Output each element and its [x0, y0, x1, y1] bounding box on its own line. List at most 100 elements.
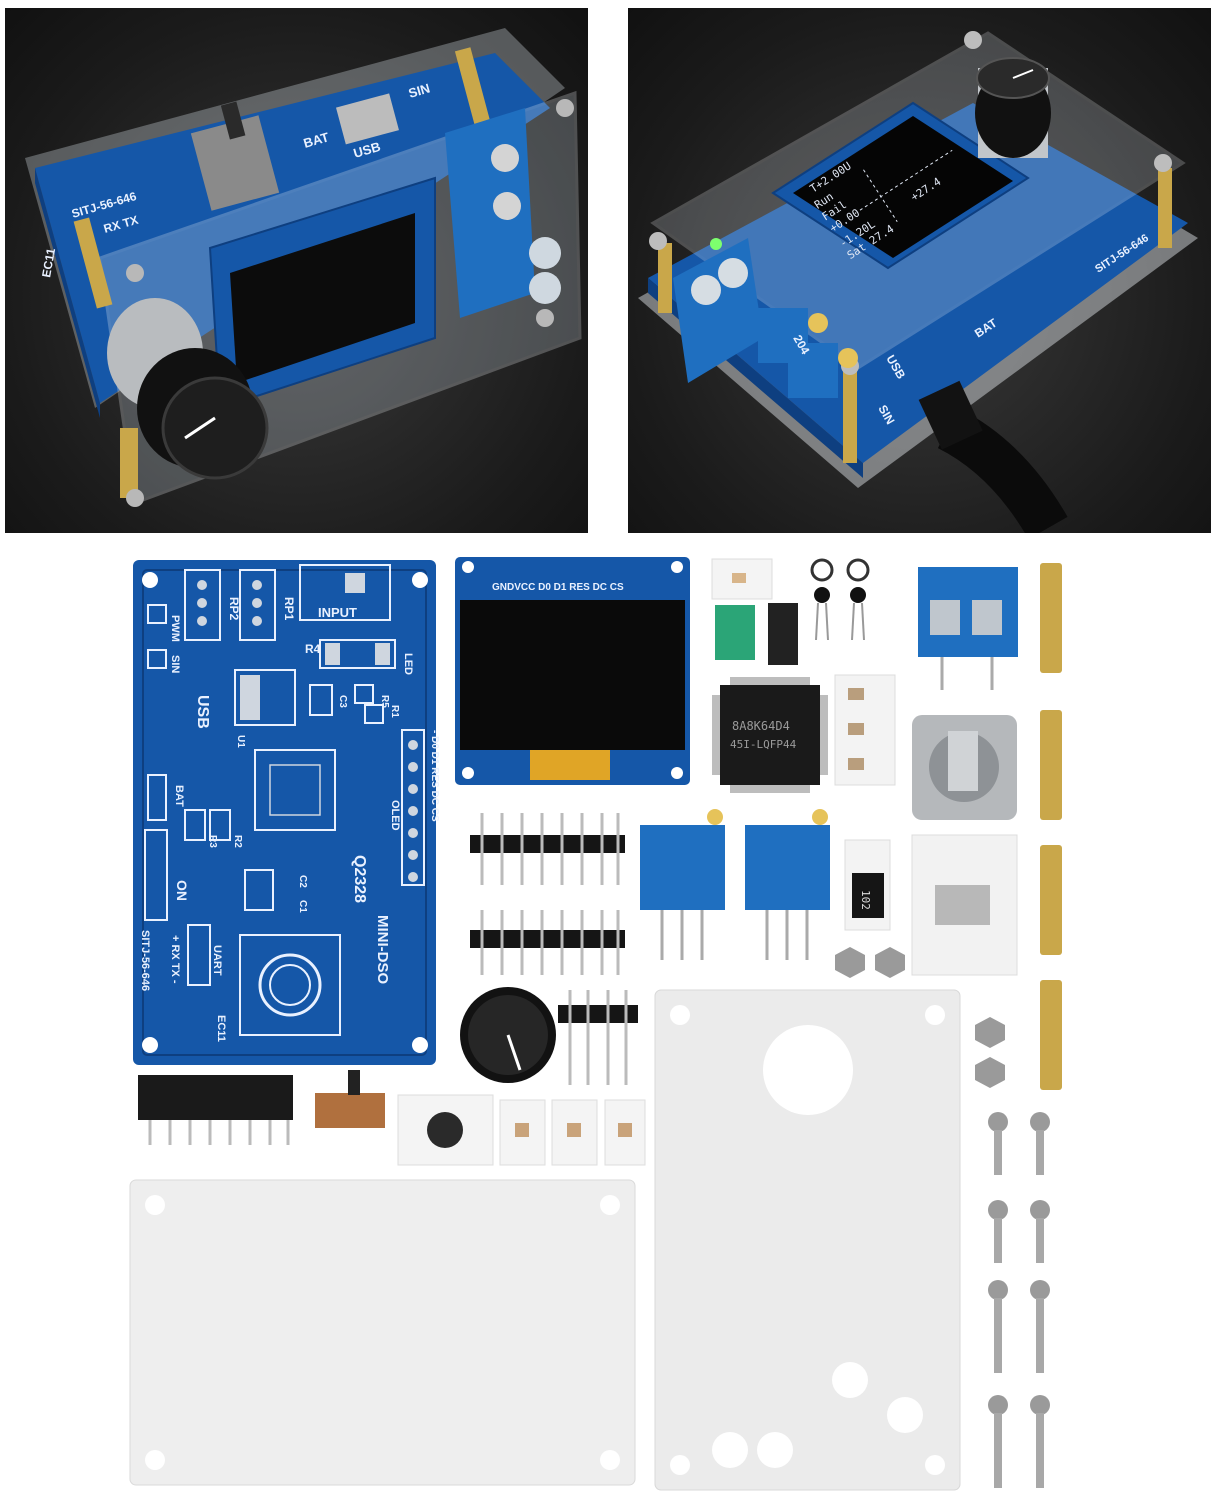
oled-screen [230, 213, 415, 383]
standoff [120, 428, 138, 498]
bare-pcb: INPUT RP2 RP1 R4 LED PWM SIN USB C3 [133, 560, 440, 1065]
brass-standoff [1040, 980, 1062, 1090]
pin-header-8 [470, 813, 625, 885]
female-header [138, 1075, 293, 1145]
silk-bat: BAT [302, 129, 331, 151]
silk-c3: C3 [337, 695, 348, 708]
silk-input: INPUT [318, 605, 357, 620]
silk-name: MINI-DSO [374, 915, 391, 984]
screw [126, 489, 144, 507]
usb-cable [937, 407, 1068, 533]
assembled-device-photo-running: T+2.00U Run Fail +0.00 -1.20L Sat 27.4 +… [628, 8, 1211, 533]
silk-sin: SIN [169, 655, 181, 673]
silk-r1: R1 [389, 705, 400, 718]
standoff [1158, 168, 1172, 248]
standoff [843, 368, 857, 463]
screw [988, 1280, 1008, 1373]
silk-r5: R5 [379, 695, 390, 708]
brass-standoff [1040, 563, 1062, 673]
acrylic-plate-top [654, 989, 961, 1491]
slide-switch [315, 1093, 385, 1128]
smd-resistor [852, 873, 884, 918]
hex-nut [875, 947, 905, 978]
oled-module-part: GNDVCC D0 D1 RES DC CS [455, 557, 690, 785]
assembled-device-running-illustration: T+2.00U Run Fail +0.00 -1.20L Sat 27.4 +… [638, 31, 1198, 533]
screw [1030, 1280, 1050, 1373]
pin-header-4 [558, 990, 638, 1085]
silk-ec11: EC11 [215, 1015, 227, 1042]
kit-parts-layout: INPUT RP2 RP1 R4 LED PWM SIN USB C3 [0, 545, 1216, 1500]
heatsink-pad [715, 605, 755, 660]
kit-parts-illustration: INPUT RP2 RP1 R4 LED PWM SIN USB C3 [129, 557, 1062, 1491]
silk-uart: UART [211, 945, 223, 976]
silk-rp2: RP2 [227, 597, 241, 621]
hex-nut [975, 1017, 1005, 1048]
hex-nut [835, 947, 865, 978]
screw [988, 1200, 1008, 1263]
silk-r3: R3 [207, 835, 218, 848]
silk-rp1: RP1 [282, 597, 296, 621]
silk-sin: SIN [407, 80, 432, 100]
silk-usb: USB [352, 139, 383, 161]
silk-on: ON [174, 880, 190, 901]
standoff [454, 47, 492, 129]
pin-header-8 [470, 910, 625, 975]
pcb-board [648, 103, 1188, 463]
assembled-device-front-illustration: BAT USB SIN SITJ-56-646 RX TX EC11 [25, 28, 582, 507]
mcu-chip: 8A8K64D4 45I-LQFP44 [712, 677, 828, 793]
oled-pin-labels: GNDVCC D0 D1 RES DC CS [492, 582, 624, 593]
silk-ec11: EC11 [39, 247, 58, 279]
silk-c2: C2 [297, 875, 308, 888]
leaded-component [846, 558, 870, 641]
brass-standoff [1040, 710, 1062, 820]
silk-usb: USB [194, 695, 211, 729]
screw [649, 232, 667, 250]
silk-bat: BAT [173, 785, 185, 807]
knob-part [460, 987, 556, 1083]
screw [988, 1112, 1008, 1175]
screw [988, 1395, 1008, 1488]
screws [988, 1112, 1050, 1488]
silk-oled: OLED [389, 800, 401, 831]
silk-r4: R4 [305, 642, 321, 656]
status-led [710, 238, 722, 250]
trimmer-pot-part [640, 809, 725, 960]
trimmer-pot-part [745, 809, 830, 960]
trimmer-pot [788, 343, 838, 398]
rotary-encoder-part [912, 715, 1017, 820]
acrylic-plate-bottom [129, 1179, 636, 1486]
power-switch [190, 115, 280, 211]
brass-standoff [1040, 845, 1062, 955]
screw [126, 264, 144, 282]
silk-sku: SITJ-56-646 [139, 930, 151, 991]
standoff [73, 217, 113, 309]
screw [1030, 1200, 1050, 1263]
assembled-device-photo-front: BAT USB SIN SITJ-56-646 RX TX EC11 [5, 8, 588, 533]
terminal-block-part [918, 567, 1018, 690]
chip-marking-2: 45I-LQFP44 [730, 738, 797, 751]
oled-screen [793, 116, 1013, 258]
silk-uart-pins: + RX TX - [169, 935, 181, 984]
screw [964, 31, 982, 49]
screw [1030, 1395, 1050, 1488]
silk-model: Q2328 [351, 855, 368, 903]
silk-u1: U1 [235, 735, 246, 748]
usb-port [336, 93, 399, 145]
jumper [768, 603, 798, 665]
silk-led: LED [402, 653, 414, 675]
chip-marking-1: 8A8K64D4 [732, 719, 790, 733]
silk-oled-pins: - D0 D1 RES DC CS [429, 730, 440, 822]
hex-nut [975, 1057, 1005, 1088]
silk-r2: R2 [232, 835, 243, 848]
silk-c1: C1 [297, 900, 308, 913]
smd-tape [834, 674, 896, 786]
resistor-marking: 102 [859, 890, 872, 910]
screw [1154, 154, 1172, 172]
screw [1030, 1112, 1050, 1175]
terminal-block [445, 108, 535, 318]
standoff [658, 243, 672, 313]
leaded-component [810, 558, 834, 641]
silk-pwm: PWM [169, 615, 181, 642]
screw [536, 309, 554, 327]
screw [556, 99, 574, 117]
